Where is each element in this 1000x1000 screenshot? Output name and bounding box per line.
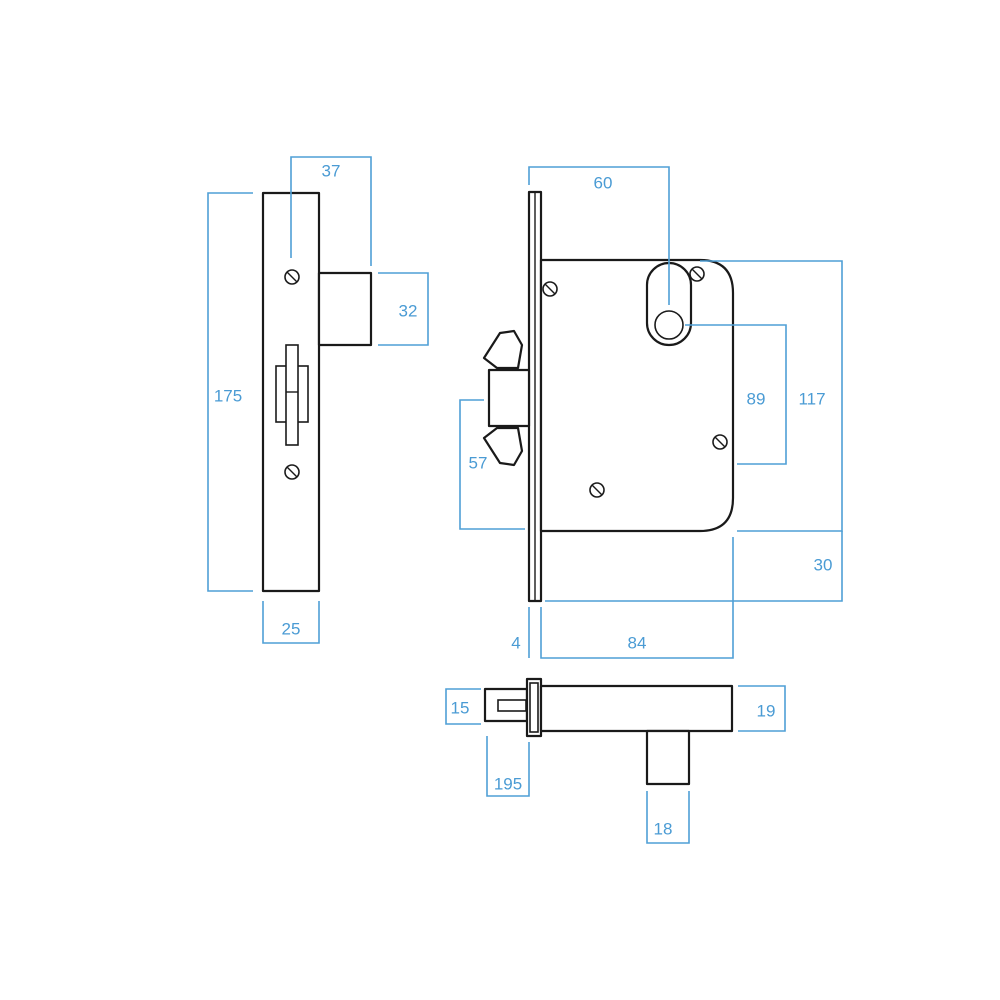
dim-label-4: 4 [511, 633, 520, 652]
dim-label-57: 57 [469, 453, 488, 472]
dim-label-15: 15 [451, 698, 470, 717]
plan-case-body [539, 684, 734, 733]
dim-label-84: 84 [628, 633, 647, 652]
dim-label-195: 195 [494, 774, 522, 793]
latch-cutout [275, 344, 309, 446]
plan-follower [645, 729, 691, 786]
deadbolt-projection [317, 271, 373, 347]
plan-dimension-lines [445, 685, 786, 844]
dim-label-37: 37 [322, 161, 341, 180]
lock-case-body [539, 258, 735, 533]
case-screw-1 [542, 281, 558, 297]
dim-label-30: 30 [814, 555, 833, 574]
case-screw-3 [712, 434, 728, 450]
dim-label-32: 32 [399, 301, 418, 320]
dim-label-18: 18 [654, 819, 673, 838]
dim-label-60: 60 [594, 173, 613, 192]
forend-dimension-lines [207, 156, 429, 644]
dim-label-89: 89 [747, 389, 766, 408]
lock-case-view [482, 190, 735, 603]
latch-bolt [482, 329, 531, 467]
forend-view [261, 191, 373, 593]
follower-hub [654, 310, 684, 340]
dim-label-117: 117 [798, 389, 825, 408]
case-screw-4 [589, 482, 605, 498]
dim-label-19: 19 [757, 701, 776, 720]
forend-screw-bottom [284, 464, 300, 480]
plan-view [483, 677, 734, 786]
dim-label-25: 25 [282, 619, 301, 638]
dim-label-175: 175 [214, 386, 242, 405]
case-dimension-lines [459, 166, 843, 659]
forend-screw-top [284, 269, 300, 285]
case-screw-2 [689, 266, 705, 282]
